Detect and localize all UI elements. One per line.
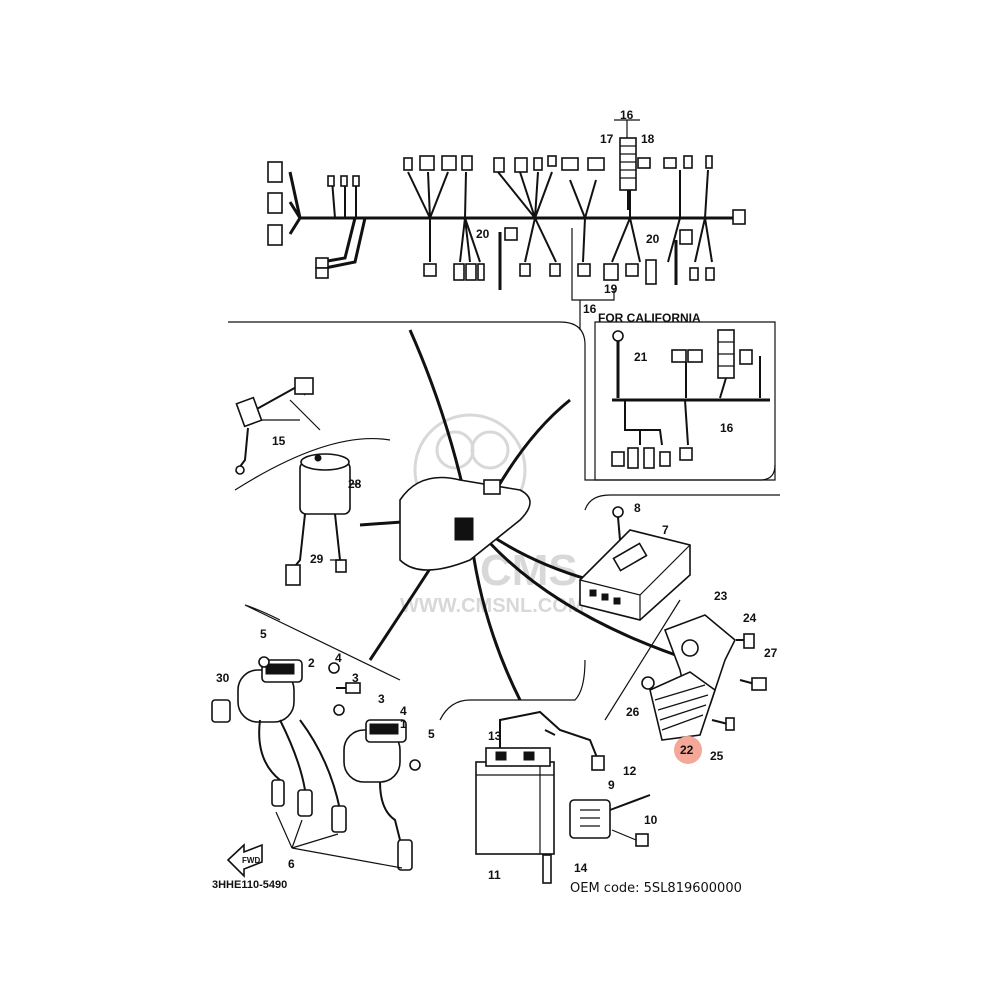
callout-11[interactable]: 11 (488, 868, 501, 882)
callout-1[interactable]: 1 (400, 717, 407, 731)
callout-17[interactable]: 17 (600, 132, 614, 146)
main-switch-assembly[interactable] (235, 377, 360, 586)
callout-16b[interactable]: 16 (583, 302, 597, 316)
callout-2[interactable]: 2 (308, 656, 315, 670)
callout-3b[interactable]: 3 (378, 692, 385, 706)
callout-14[interactable]: 14 (574, 861, 588, 875)
wire-harness[interactable] (228, 119, 776, 481)
ignition-coils[interactable] (211, 656, 421, 871)
callout-21[interactable]: 21 (634, 350, 648, 364)
callout-13[interactable]: 13 (488, 729, 502, 743)
callout-19[interactable]: 19 (604, 282, 618, 296)
callout-12[interactable]: 12 (623, 764, 637, 778)
battery-assembly[interactable] (475, 710, 651, 884)
callout-20b[interactable]: 20 (646, 232, 660, 246)
callout-29[interactable]: 29 (310, 552, 324, 566)
callout-16a[interactable]: 16 (620, 108, 634, 122)
california-inset: FOR CALIFORNIA (594, 311, 776, 481)
callout-numbers: 1 2 3 3 4 4 5 5 6 7 8 9 10 11 12 13 14 1… (216, 108, 778, 882)
callout-8[interactable]: 8 (634, 501, 641, 515)
callout-28[interactable]: 28 (348, 477, 362, 491)
callout-15[interactable]: 15 (272, 434, 286, 448)
front-direction-arrow: FWD (226, 843, 263, 878)
callout-9[interactable]: 9 (608, 778, 615, 792)
callout-30[interactable]: 30 (216, 671, 230, 685)
callout-4b[interactable]: 4 (400, 704, 407, 718)
rectifier-regulator-assembly[interactable] (641, 614, 767, 741)
callout-24[interactable]: 24 (743, 611, 757, 625)
callout-4a[interactable]: 4 (335, 651, 342, 665)
watermark-url: WWW.CMSNL.COM (400, 595, 584, 617)
callout-5b[interactable]: 5 (428, 727, 435, 741)
inset-title: FOR CALIFORNIA (598, 311, 701, 325)
callout-5a[interactable]: 5 (260, 627, 267, 641)
oem-code: OEM code: 5SL819600000 (570, 881, 742, 896)
callout-27[interactable]: 27 (764, 646, 778, 660)
callout-20a[interactable]: 20 (476, 227, 490, 241)
diagram-code: 3HHE110-5490 (212, 879, 287, 891)
callout-16c[interactable]: 16 (720, 421, 734, 435)
highlighted-part-marker (674, 736, 702, 764)
frame-lead-lines (234, 300, 780, 721)
callout-18[interactable]: 18 (641, 132, 655, 146)
callout-10[interactable]: 10 (644, 813, 658, 827)
callout-7[interactable]: 7 (662, 523, 669, 537)
callout-23[interactable]: 23 (714, 589, 728, 603)
callout-3a[interactable]: 3 (352, 671, 359, 685)
regulator-22[interactable] (649, 671, 716, 741)
callout-25[interactable]: 25 (710, 749, 724, 763)
callout-26[interactable]: 26 (626, 705, 640, 719)
front-arrow-label: FWD (242, 856, 260, 865)
callout-22[interactable]: 22 (680, 743, 694, 757)
ecu-unit[interactable] (579, 506, 691, 621)
callout-6[interactable]: 6 (288, 857, 295, 871)
